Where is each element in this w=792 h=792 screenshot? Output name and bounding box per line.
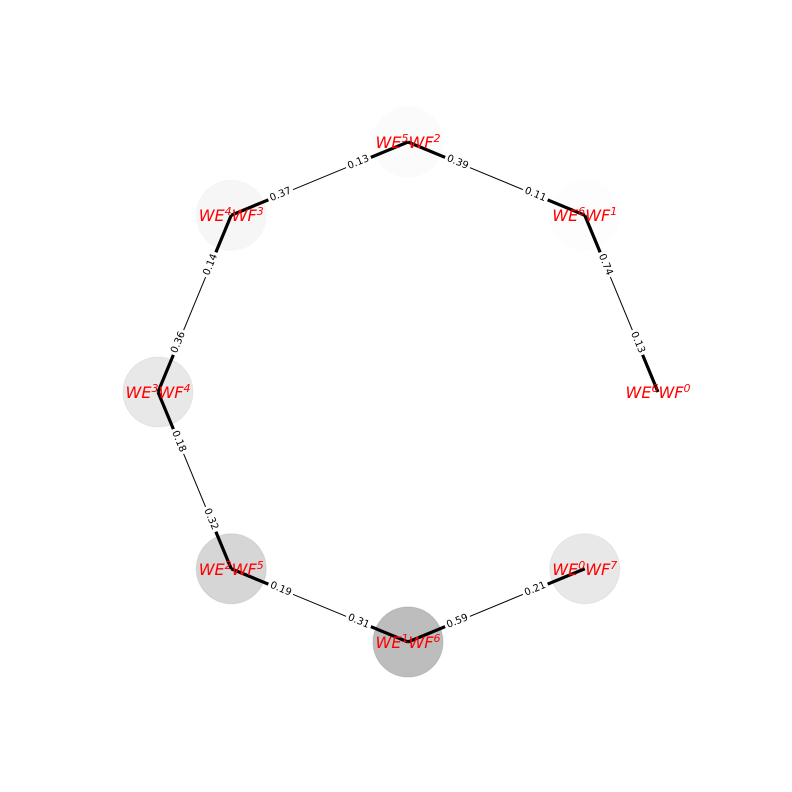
edge-thick-start-1 — [539, 195, 586, 217]
edge-label-background — [442, 151, 473, 174]
edge-thick-start-5 — [230, 567, 277, 589]
node-label-n4: WE3WF4 — [126, 382, 191, 403]
edge-label-background — [266, 184, 296, 206]
edge-label-background — [200, 504, 222, 534]
edge-thick-end-6 — [539, 567, 586, 589]
edge-label-background — [442, 610, 473, 633]
edge-label-background — [520, 184, 550, 206]
edge-thick-end-5 — [363, 622, 409, 644]
edge-probability-label: 0.59 — [445, 612, 470, 631]
node-label-n1: WE6WF1 — [552, 205, 617, 226]
node-label-n0: WE6WF0 — [626, 382, 691, 403]
edge-probability-label: 0.31 — [346, 612, 371, 631]
edge-label-background — [167, 327, 190, 358]
edge-thick-start-0 — [638, 347, 660, 393]
edge-probability-label: 0.13 — [346, 153, 371, 172]
labels-layer: 0.13 0.74 0.11 0.39 0.13 0.37 0.14 0.36 0.18 0.32… — [126, 132, 691, 653]
edge-thick-start-4 — [156, 391, 178, 437]
edge-probability-label: 0.39 — [445, 153, 470, 172]
edge-probability-label: 0.74 — [596, 252, 615, 277]
edge-thick-end-1 — [407, 140, 453, 162]
node-label-n7: WE0WF7 — [552, 558, 617, 579]
node-label-n3: WE4WF3 — [199, 205, 264, 226]
edge-probability-label: 0.18 — [169, 429, 188, 454]
edge-label-background — [200, 250, 222, 280]
edge-probability-label: 0.36 — [169, 330, 188, 355]
edge-probability-label: 0.13 — [628, 330, 647, 355]
edge-label-background — [167, 426, 190, 457]
edge-label-background — [343, 610, 374, 633]
edge-probability-label: 0.11 — [523, 185, 548, 204]
edge-thick-end-3 — [156, 347, 178, 393]
edge-label-background — [266, 578, 296, 600]
edge-thick-end-2 — [230, 195, 277, 217]
edge-label-background — [626, 327, 649, 358]
edge-probability-label: 0.21 — [523, 580, 548, 599]
edge-thick-end-0 — [583, 214, 605, 261]
edge-probability-label: 0.14 — [201, 252, 220, 277]
node-label-n5: WE2WF5 — [199, 558, 264, 579]
edge-thick-end-4 — [211, 523, 233, 570]
edge-thick-start-2 — [363, 140, 409, 162]
nodes-layer — [122, 179, 621, 678]
edge-label-background — [520, 578, 550, 600]
edge-thick-start-6 — [407, 622, 453, 644]
edge-probability-label: 0.19 — [268, 580, 293, 599]
edge-label-background — [594, 250, 616, 280]
edge-label-background — [343, 151, 374, 174]
node-label-n2: WE5WF2 — [376, 132, 441, 153]
node-label-n6: WE1WF6 — [376, 632, 441, 653]
edge-probability-label: 0.32 — [201, 507, 220, 532]
edge-probability-label: 0.37 — [268, 185, 293, 204]
edge-thick-start-3 — [211, 214, 233, 261]
